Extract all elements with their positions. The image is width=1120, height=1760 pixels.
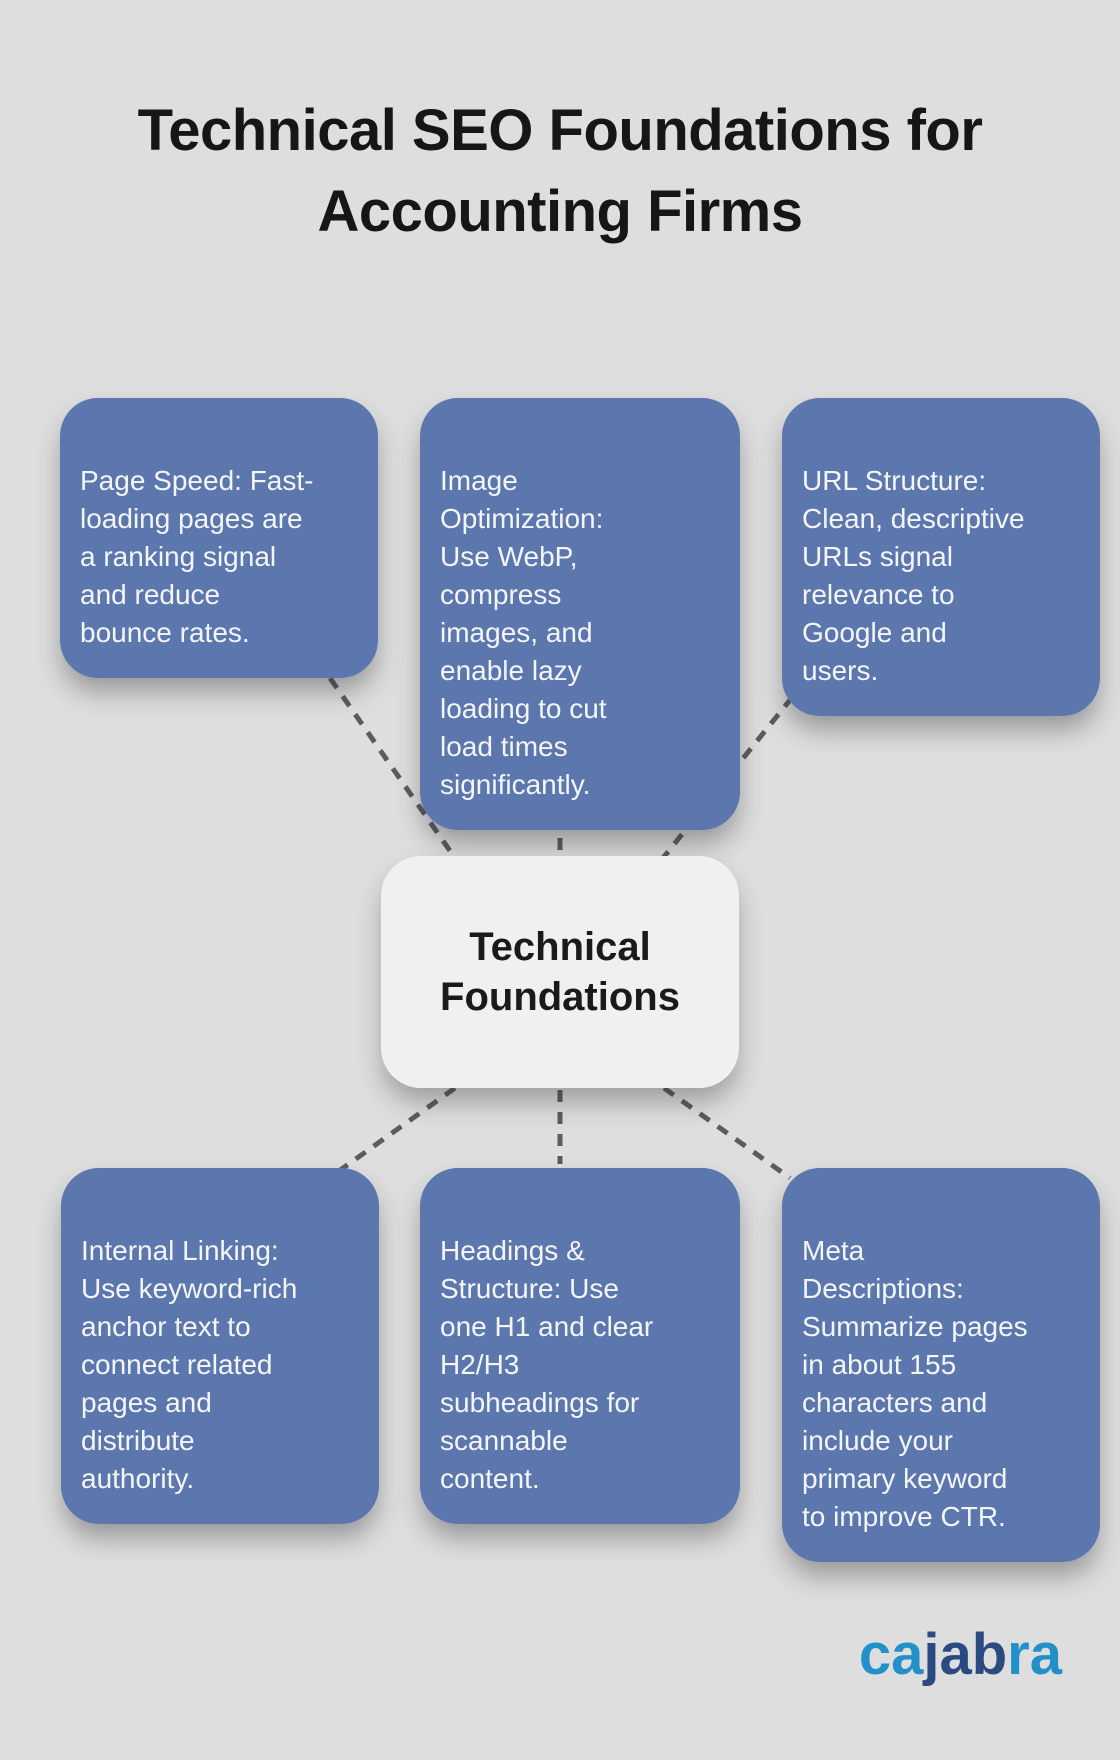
connector-internal-linking <box>330 1085 457 1179</box>
node-internal-linking: Internal Linking: Use keyword-rich ancho… <box>61 1168 379 1524</box>
node-url-structure-text: URL Structure: Clean, descriptive URLs s… <box>802 465 1025 686</box>
node-page-speed-text: Page Speed: Fast- loading pages are a ra… <box>80 465 314 648</box>
center-node: Technical Foundations <box>381 856 739 1088</box>
logo-segment-3: ra <box>1007 1622 1062 1687</box>
logo-segment-2: jab <box>923 1622 1008 1687</box>
node-image-optimization-text: Image Optimization: Use WebP, compress i… <box>440 465 607 800</box>
node-url-structure: URL Structure: Clean, descriptive URLs s… <box>782 398 1100 716</box>
cajabra-logo: cajabra <box>859 1626 1062 1684</box>
node-headings-structure: Headings & Structure: Use one H1 and cle… <box>420 1168 740 1524</box>
node-headings-structure-text: Headings & Structure: Use one H1 and cle… <box>440 1235 654 1494</box>
logo-segment-1: ca <box>858 1622 924 1687</box>
page-title: Technical SEO Foundations for Accounting… <box>137 98 983 245</box>
node-internal-linking-text: Internal Linking: Use keyword-rich ancho… <box>81 1235 298 1494</box>
node-meta-descriptions-text: Meta Descriptions: Summarize pages in ab… <box>802 1235 1028 1532</box>
node-meta-descriptions: Meta Descriptions: Summarize pages in ab… <box>782 1168 1100 1562</box>
node-page-speed: Page Speed: Fast- loading pages are a ra… <box>60 398 378 678</box>
center-node-label: Technical Foundations <box>440 925 680 1019</box>
node-image-optimization: Image Optimization: Use WebP, compress i… <box>420 398 740 830</box>
connector-meta-descriptions <box>662 1085 792 1181</box>
